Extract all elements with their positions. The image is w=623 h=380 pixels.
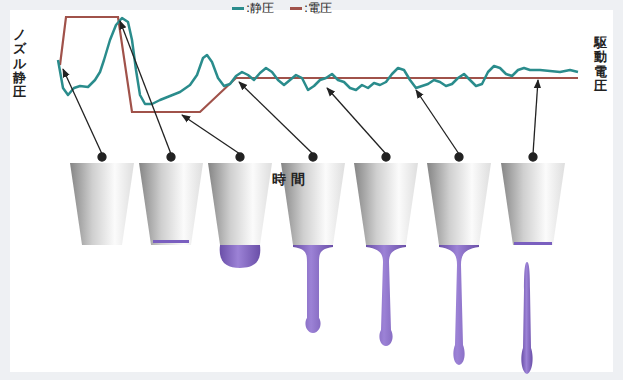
nozzle — [281, 163, 345, 333]
panel — [10, 10, 613, 372]
legend-item: :電圧 — [290, 0, 332, 17]
legend-swatch — [232, 7, 244, 10]
nozzle — [501, 163, 565, 374]
legend-text: :静圧 — [246, 0, 274, 17]
legend: :静圧 :電圧 — [232, 0, 332, 17]
axis-label: 駆動電圧 — [594, 36, 607, 93]
leader-lines — [63, 21, 538, 161]
nozzle — [354, 163, 418, 346]
voltage-curve — [60, 17, 578, 112]
legend-text: :電圧 — [304, 0, 332, 17]
legend-item: :静圧 — [232, 0, 274, 17]
legend-swatch — [290, 7, 302, 10]
nozzle — [208, 163, 272, 268]
axis-label: 時 間 — [272, 171, 305, 189]
nozzle — [70, 163, 134, 245]
axis-label: ノズル静圧 — [13, 28, 26, 99]
nozzle — [427, 163, 491, 365]
nozzle — [139, 163, 203, 245]
